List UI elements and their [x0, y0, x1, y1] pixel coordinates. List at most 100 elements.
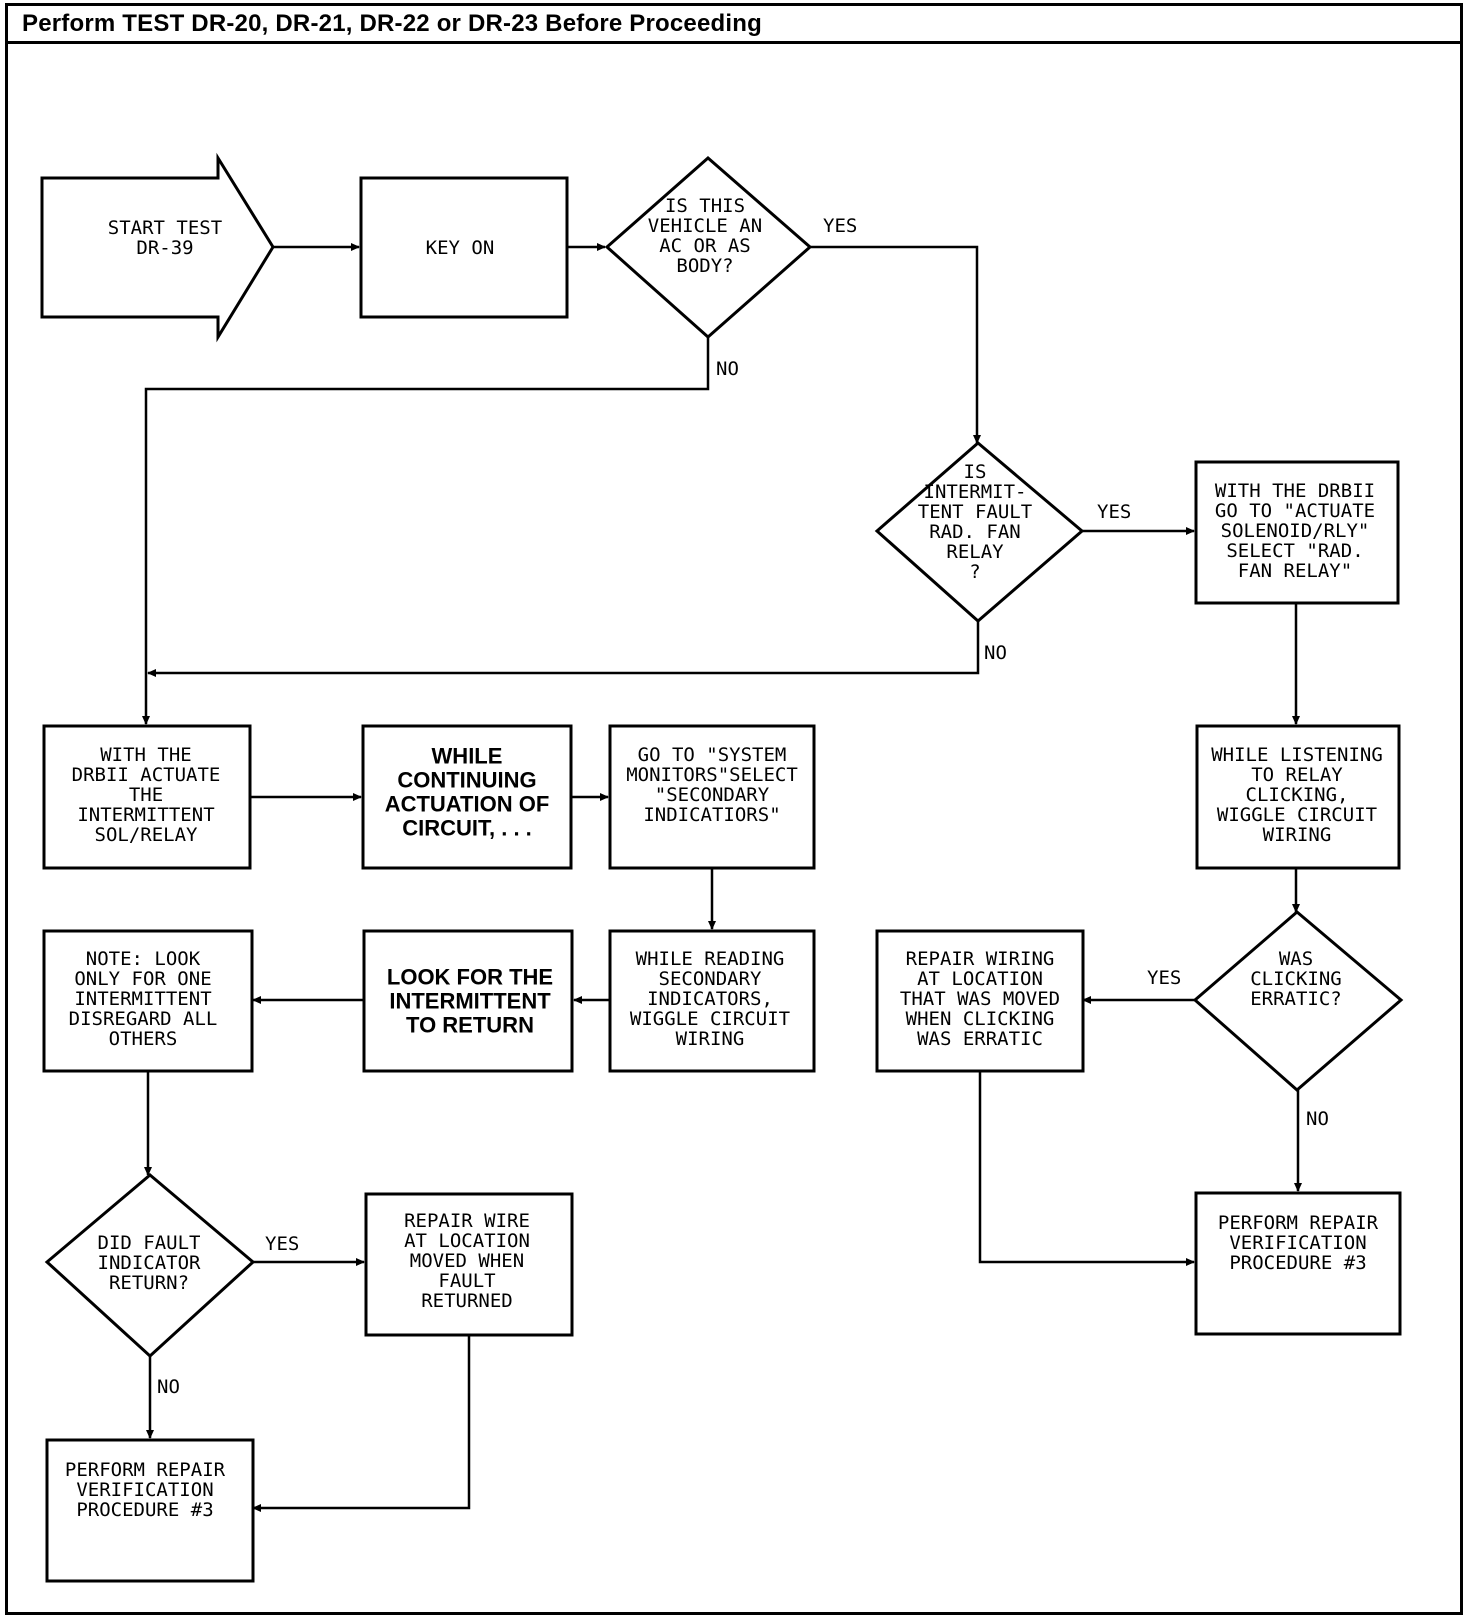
- q-body-line: VEHICLE AN: [648, 215, 762, 237]
- diagram-frame: [5, 3, 1463, 1615]
- look-for-intermittent-line: LOOK FOR THE: [387, 964, 553, 989]
- repair-wiring-clicking-line: WAS ERRATIC: [917, 1028, 1043, 1050]
- perform-repair-right-line: PERFORM REPAIR: [1218, 1212, 1379, 1234]
- actuate-rad-fan-line: SELECT "RAD.: [1226, 540, 1363, 562]
- system-monitors-line: "SECONDARY: [655, 784, 770, 806]
- q-intermittent-line: IS: [964, 461, 987, 483]
- reading-secondary-line: WHILE READING: [636, 948, 785, 970]
- label-body-yes: YES: [823, 215, 857, 237]
- key-on-text: KEY ON: [426, 237, 495, 259]
- key-on-node: KEY ON: [359, 176, 569, 319]
- actuate-rad-fan-line: FAN RELAY": [1238, 560, 1352, 582]
- label-intermittent-no: NO: [984, 642, 1007, 664]
- note-look-one-line: NOTE: LOOK: [86, 948, 201, 970]
- note-look-one-line: INTERMITTENT: [74, 988, 211, 1010]
- q-body-line: AC OR AS: [659, 235, 751, 257]
- system-monitors-line: INDICATIORS": [643, 804, 780, 826]
- actuate-intermittent-line: INTERMITTENT: [77, 804, 214, 826]
- edges: [142, 243, 1302, 1512]
- actuate-rad-fan-line: WITH THE DRBII: [1215, 480, 1375, 502]
- listening-relay-line: TO RELAY: [1251, 764, 1343, 786]
- label-fault-yes: YES: [265, 1233, 299, 1255]
- actuate-intermittent-line: SOL/RELAY: [95, 824, 199, 846]
- start-line: DR-39: [136, 237, 193, 259]
- label-clicking-yes: YES: [1147, 967, 1181, 989]
- perform-repair-right-line: VERIFICATION: [1229, 1232, 1366, 1254]
- edge-q-body-no: [142, 337, 710, 725]
- look-for-intermittent-line: INTERMITTENT: [389, 988, 551, 1013]
- q-intermittent-line: TENT FAULT: [918, 501, 1032, 523]
- reading-secondary-line: WIGGLE CIRCUIT: [630, 1008, 790, 1030]
- repair-wire-fault-line: AT LOCATION: [404, 1230, 530, 1252]
- listening-relay-line: CLICKING,: [1246, 784, 1349, 806]
- edge-repair-wire-to-verify-left: [252, 1335, 471, 1512]
- q-fault-return-line: DID FAULT: [98, 1232, 201, 1254]
- perform-repair-left-line: PERFORM REPAIR: [65, 1459, 226, 1481]
- q-intermittent-line: INTERMIT-: [924, 481, 1027, 503]
- q-intermittent-line: RAD. FAN: [929, 521, 1021, 543]
- start-line: START TEST: [108, 217, 222, 239]
- continuing-actuation-line: ACTUATION OF: [385, 791, 550, 816]
- q-clicking-line: CLICKING: [1250, 968, 1342, 990]
- note-look-one-line: ONLY FOR ONE: [74, 968, 211, 990]
- q-fault-return-line: RETURN?: [109, 1272, 189, 1294]
- listening-relay-line: WIGGLE CIRCUIT: [1217, 804, 1377, 826]
- actuate-intermittent-line: THE: [129, 784, 163, 806]
- label-clicking-no: NO: [1306, 1108, 1329, 1130]
- key-on-line: KEY ON: [426, 237, 495, 259]
- system-monitors-line: GO TO "SYSTEM: [638, 744, 787, 766]
- repair-wire-fault-line: REPAIR WIRE: [404, 1210, 530, 1232]
- edge-q-body-yes: [810, 245, 981, 444]
- repair-wire-fault-line: MOVED WHEN: [410, 1250, 524, 1272]
- continuing-actuation-line: CIRCUIT, . . .: [402, 815, 532, 840]
- q-body-line: IS THIS: [665, 195, 745, 217]
- q-fault-return-line: INDICATOR: [98, 1252, 202, 1274]
- actuate-rad-fan-line: GO TO "ACTUATE: [1215, 500, 1375, 522]
- repair-wiring-clicking-line: WHEN CLICKING: [906, 1008, 1055, 1030]
- note-look-one-line: OTHERS: [109, 1028, 178, 1050]
- perform-repair-right-line: PROCEDURE #3: [1229, 1252, 1366, 1274]
- system-monitors-line: MONITORS"SELECT: [626, 764, 798, 786]
- reading-secondary-line: SECONDARY: [659, 968, 763, 990]
- header-bar: Perform TEST DR-20, DR-21, DR-22 or DR-2…: [8, 6, 1460, 44]
- perform-repair-left-line: VERIFICATION: [76, 1479, 213, 1501]
- continuing-actuation-line: WHILE: [432, 743, 503, 768]
- repair-wiring-clicking-line: THAT WAS MOVED: [900, 988, 1060, 1010]
- edge-repair-clicking-to-verify: [978, 1071, 1195, 1266]
- q-intermittent-line: ?: [969, 561, 980, 583]
- repair-wiring-clicking-line: AT LOCATION: [917, 968, 1043, 990]
- reading-secondary-line: INDICATORS,: [647, 988, 773, 1010]
- perform-repair-left-line: PROCEDURE #3: [76, 1499, 213, 1521]
